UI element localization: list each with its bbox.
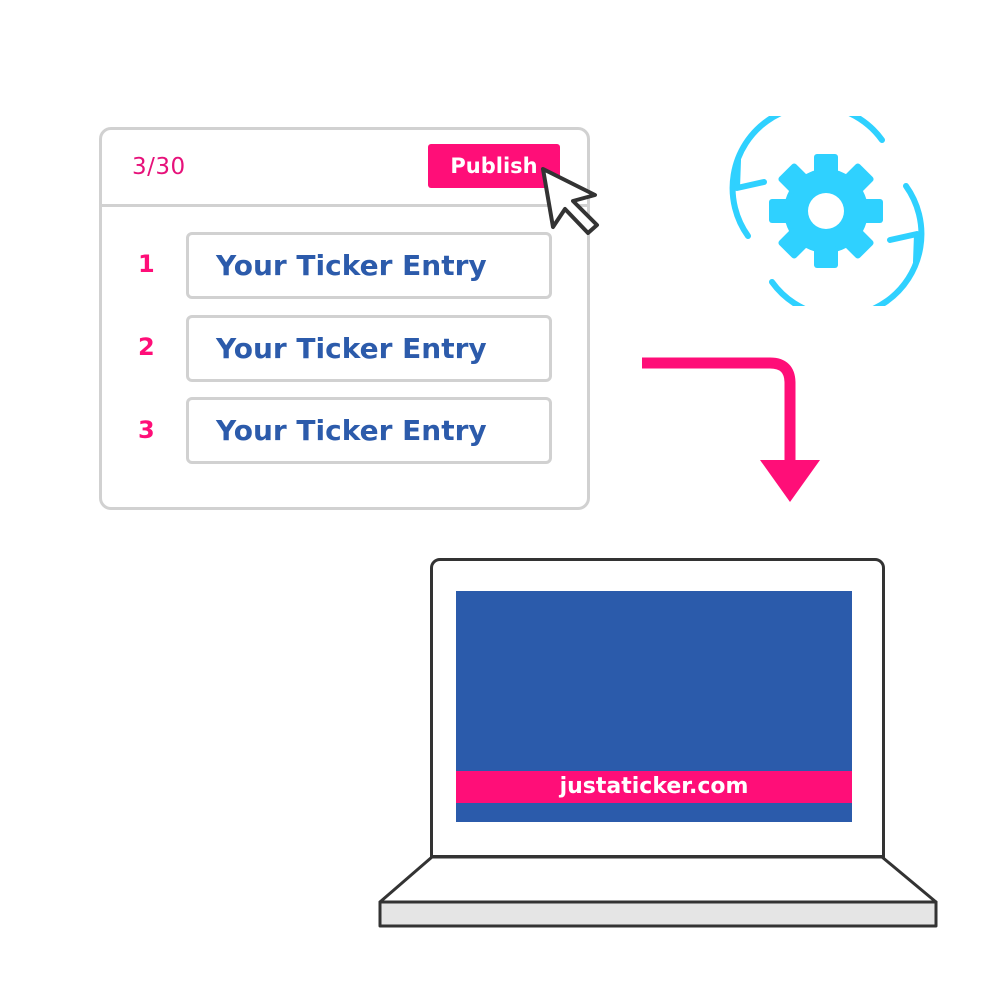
cycle-arrowheads [734,157,920,265]
ticker-bar: justaticker.com [456,771,852,803]
cursor-pointer-icon [541,167,599,235]
entry-number-3: 3 [138,416,155,444]
arrow-down-right-icon [642,357,820,502]
ticker-editor-panel: 3/30 Publish 1 Your Ticker Entry 2 Your … [99,127,590,510]
ticker-entry-input-2[interactable]: Your Ticker Entry [186,315,552,382]
ticker-entry-input-3[interactable]: Your Ticker Entry [186,397,552,464]
ticker-display: justaticker.com [456,591,852,822]
editor-header: 3/30 Publish [102,130,587,207]
entry-counter: 3/30 [132,154,186,180]
gear-shape [769,154,883,268]
entry-number-2: 2 [138,333,155,361]
gear-icon [729,116,925,306]
refresh-cycle-icon [729,116,925,306]
entry-number-1: 1 [138,250,155,278]
ticker-entry-input-1[interactable]: Your Ticker Entry [186,232,552,299]
laptop-keyboard-base [378,855,938,928]
publish-button[interactable]: Publish [428,144,560,188]
laptop-illustration: justaticker.com [370,550,950,940]
